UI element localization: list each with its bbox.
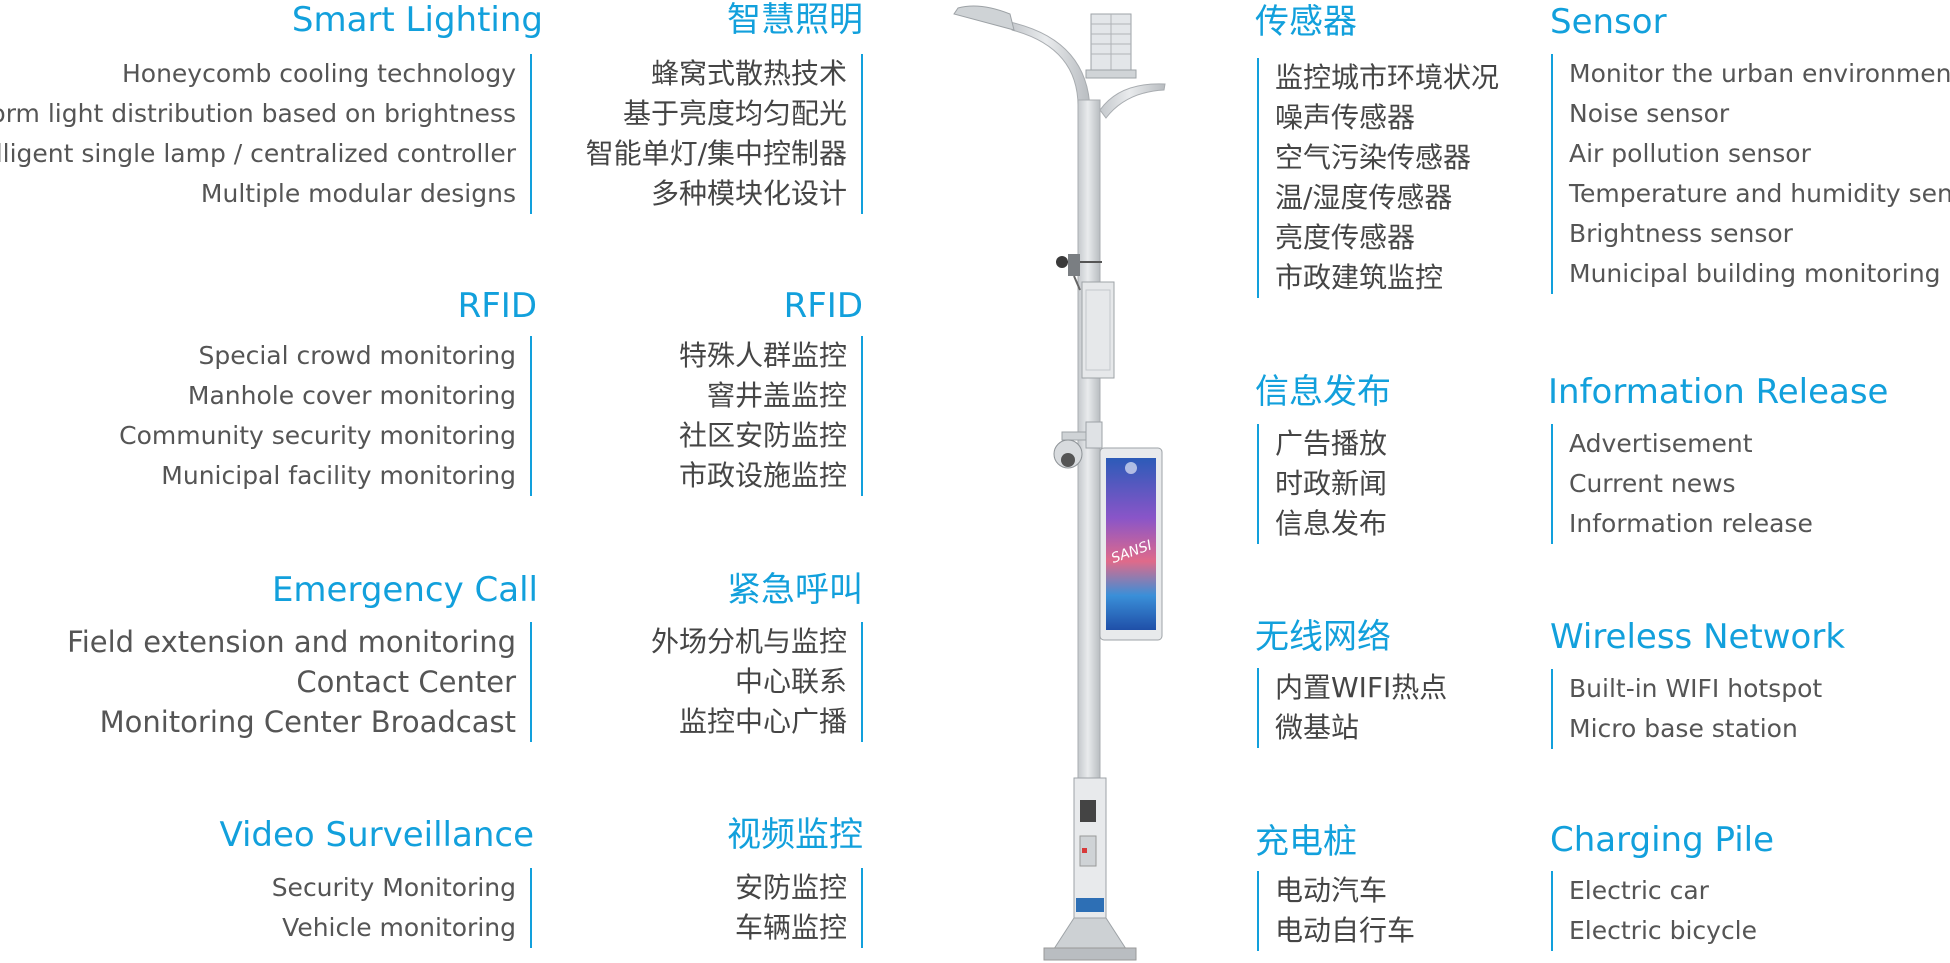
list-item: 监控中心广播: [678, 705, 847, 738]
smart-lighting-en-title: Smart Lighting: [291, 0, 543, 40]
video-surveillance-en-list: Security Monitoring Vehicle monitoring: [272, 868, 532, 948]
list-item: Monitoring Center Broadcast: [99, 705, 516, 739]
sensor-zh-list: 监控城市环境状况 噪声传感器 空气污染传感器 温/湿度传感器 亮度传感器 市政建…: [1257, 58, 1499, 298]
rfid-en-list: Special crowd monitoring Manhole cover m…: [119, 336, 532, 496]
list-item: Municipal facility monitoring: [161, 461, 516, 490]
list-item: 智能单灯/集中控制器: [585, 137, 847, 170]
list-item: 监控城市环境状况: [1275, 61, 1500, 94]
list-item: 亮度传感器: [1275, 221, 1416, 254]
list-item: Special crowd monitoring: [198, 341, 516, 370]
list-item: 市政设施监控: [678, 459, 847, 492]
list-item: Intelligent single lamp / centralized co…: [0, 139, 516, 168]
charging-zh-title: 充电桩: [1255, 822, 1357, 862]
list-item: 中心联系: [734, 665, 847, 698]
base-plate: [1043, 917, 1137, 961]
list-item: Manhole cover monitoring: [187, 381, 516, 410]
list-item: 噪声传感器: [1275, 101, 1416, 134]
emergency-call-zh-title: 紧急呼叫: [727, 570, 863, 610]
base-cabinet: [1073, 777, 1107, 919]
list-item: 信息发布: [1275, 507, 1388, 540]
list-item: 时政新闻: [1275, 467, 1388, 500]
rfid-zh-title: RFID: [783, 286, 863, 326]
list-item: 内置WIFI热点: [1275, 671, 1448, 704]
list-item: 多种模块化设计: [650, 177, 847, 210]
info-release-en-title: Information Release: [1548, 372, 1889, 412]
list-item: Security Monitoring: [271, 873, 516, 902]
sensor-zh-title: 传感器: [1255, 2, 1357, 42]
list-item: Field extension and monitoring: [67, 625, 516, 659]
side-arm: [1099, 83, 1166, 119]
charging-en-title: Charging Pile: [1550, 820, 1775, 860]
info-release-zh-list: 广告播放 时政新闻 信息发布: [1257, 424, 1387, 544]
wireless-en-title: Wireless Network: [1550, 617, 1846, 657]
list-item: 车辆监控: [734, 911, 847, 944]
rfid-en-title: RFID: [457, 286, 537, 326]
emergency-call-zh-list: 外场分机与监控 中心联系 监控中心广播: [651, 622, 863, 742]
list-item: Built-in WIFI hotspot: [1569, 674, 1823, 703]
video-surveillance-zh-list: 安防监控 车辆监控: [735, 868, 863, 948]
list-item: 窨井盖监控: [706, 379, 847, 412]
dome-camera: [1053, 421, 1103, 469]
video-surveillance-zh-title: 视频监控: [727, 815, 863, 855]
list-item: Brightness sensor: [1569, 219, 1793, 248]
list-item: Electric car: [1569, 876, 1709, 905]
smart-pole-illustration: SANSI: [953, 5, 1166, 961]
list-item: 电动自行车: [1275, 914, 1416, 947]
sensor-cage: [1085, 13, 1137, 79]
weather-station: [1056, 254, 1102, 291]
list-item: 温/湿度传感器: [1275, 181, 1453, 214]
charging-en-list: Electric car Electric bicycle: [1551, 871, 1757, 951]
list-item: Air pollution sensor: [1569, 139, 1811, 168]
list-item: 蜂窝式散热技术: [650, 57, 847, 90]
list-item: Multiple modular designs: [200, 179, 516, 208]
charging-zh-list: 电动汽车 电动自行车: [1257, 871, 1415, 951]
wireless-zh-title: 无线网络: [1255, 617, 1391, 657]
list-item: 社区安防监控: [678, 419, 847, 452]
list-item: Temperature and humidity sensor: [1569, 179, 1950, 208]
list-item: 外场分机与监控: [650, 625, 847, 658]
control-box: [1081, 281, 1115, 379]
smart-lighting-zh-list: 蜂窝式散热技术 基于亮度均匀配光 智能单灯/集中控制器 多种模块化设计: [586, 54, 863, 214]
list-item: Contact Center: [296, 665, 516, 699]
rfid-zh-list: 特殊人群监控 窨井盖监控 社区安防监控 市政设施监控: [679, 336, 863, 496]
list-item: 安防监控: [734, 871, 847, 904]
list-item: 广告播放: [1275, 427, 1388, 460]
list-item: 空气污染传感器: [1275, 141, 1472, 174]
list-item: 基于亮度均匀配光: [622, 97, 847, 130]
wireless-en-list: Built-in WIFI hotspot Micro base station: [1551, 669, 1822, 749]
smart-lighting-en-list: Honeycomb cooling technology Uniform lig…: [0, 54, 532, 214]
list-item: Uniform light distribution based on brig…: [0, 99, 516, 128]
list-item: 市政建筑监控: [1275, 261, 1444, 294]
list-item: Community security monitoring: [119, 421, 516, 450]
led-display: SANSI: [1099, 447, 1163, 641]
list-item: 微基站: [1275, 711, 1360, 744]
sensor-en-list: Monitor the urban environment Noise sens…: [1551, 54, 1950, 294]
list-item: Advertisement: [1569, 429, 1753, 458]
list-item: Noise sensor: [1569, 99, 1730, 128]
list-item: Electric bicycle: [1569, 916, 1758, 945]
list-item: Municipal building monitoring: [1569, 259, 1941, 288]
list-item: Vehicle monitoring: [282, 913, 516, 942]
list-item: Information release: [1569, 509, 1813, 538]
smart-lighting-zh-title: 智慧照明: [727, 0, 863, 40]
list-item: 特殊人群监控: [678, 339, 847, 372]
lamp-head: [953, 5, 1015, 31]
info-release-zh-title: 信息发布: [1255, 372, 1391, 412]
list-item: 电动汽车: [1275, 874, 1388, 907]
list-item: Current news: [1569, 469, 1736, 498]
wireless-zh-list: 内置WIFI热点 微基站: [1257, 668, 1447, 748]
info-release-en-list: Advertisement Current news Information r…: [1551, 424, 1813, 544]
list-item: Micro base station: [1569, 714, 1798, 743]
emergency-call-en-list: Field extension and monitoring Contact C…: [67, 622, 532, 742]
list-item: Monitor the urban environment: [1569, 59, 1950, 88]
video-surveillance-en-title: Video Surveillance: [219, 815, 534, 855]
emergency-call-en-title: Emergency Call: [271, 570, 538, 610]
list-item: Honeycomb cooling technology: [121, 59, 516, 88]
sensor-en-title: Sensor: [1550, 2, 1667, 42]
